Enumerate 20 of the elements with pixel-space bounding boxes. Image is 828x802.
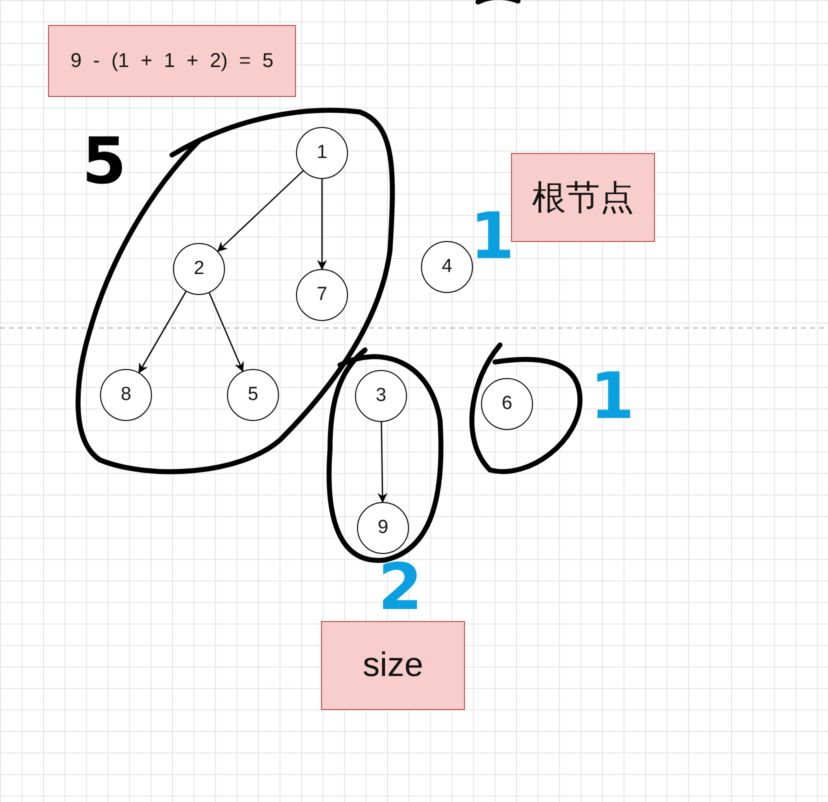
- handwritten-number: 1: [590, 365, 635, 429]
- arrow: [208, 292, 244, 372]
- formula-box: 9 - (1 + 1 + 2) = 5: [48, 25, 296, 97]
- tree-node-circle: 4: [421, 241, 473, 293]
- tree-node-circle: 2: [173, 243, 225, 295]
- size-box: size: [321, 621, 465, 710]
- handwritten-number: 5: [82, 130, 127, 194]
- tree-node-circle: 7: [296, 269, 348, 321]
- arrow: [138, 291, 187, 374]
- arrow: [217, 170, 304, 252]
- arrow: [317, 179, 327, 270]
- arrow: [377, 422, 388, 503]
- tree-node-circle: 8: [100, 369, 152, 421]
- tree-node-circle: 5: [227, 369, 279, 421]
- tree-node-circle: 9: [357, 502, 409, 554]
- root-node-box: 根节点: [511, 153, 655, 242]
- tree-node-circle: 1: [296, 127, 348, 179]
- tree-node-circle: 3: [355, 370, 407, 422]
- tree-node-circle: 6: [481, 378, 533, 430]
- handwritten-number: 2: [378, 556, 423, 620]
